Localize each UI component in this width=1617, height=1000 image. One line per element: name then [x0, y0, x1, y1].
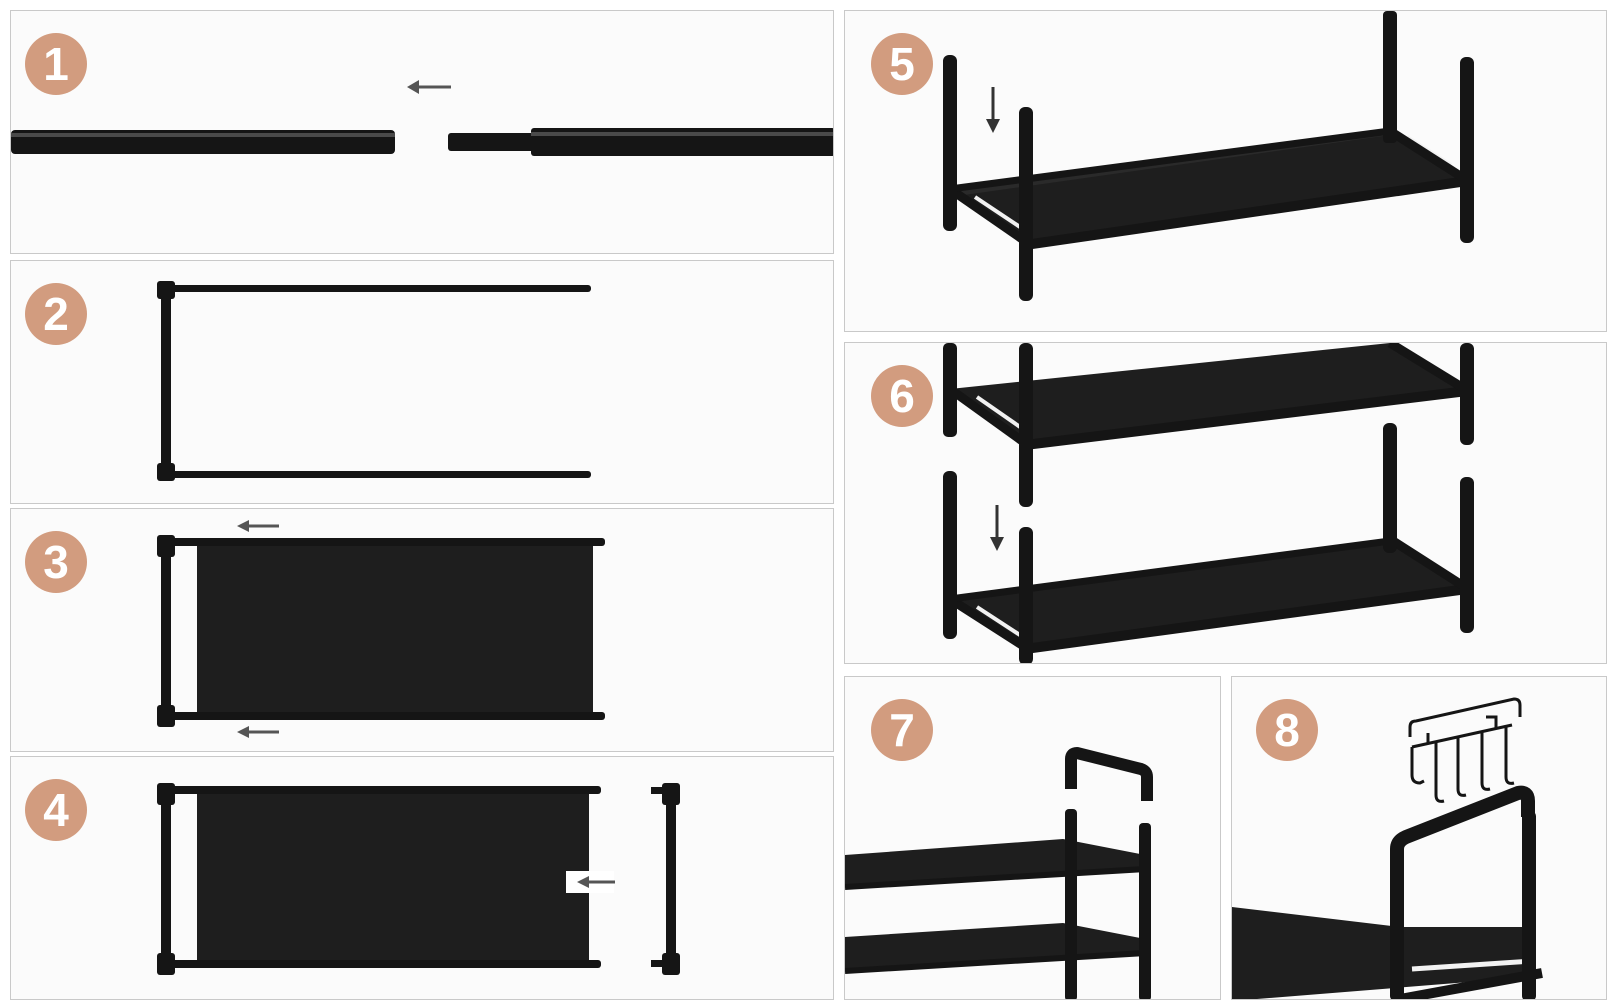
step-6-badge: 6 [871, 365, 933, 427]
side-tube [161, 283, 171, 479]
side-rail [947, 185, 1028, 245]
step-2-badge: 2 [25, 283, 87, 345]
front-rail [1024, 176, 1468, 250]
top-shelf [845, 839, 1146, 890]
step-5-panel: 5 [844, 10, 1607, 332]
top-bar [1065, 747, 1153, 801]
upright-pole [943, 55, 957, 231]
upright-pole [1390, 851, 1404, 999]
corner-connector [157, 953, 175, 975]
left-tube [11, 130, 395, 154]
step-8-panel: 8 [1231, 676, 1607, 1000]
step-6-illustration [943, 343, 1474, 663]
shelf [1232, 907, 1532, 999]
step-4-badge: 4 [25, 779, 87, 841]
step-7-panel: 7 [844, 676, 1221, 1000]
shelf-highlight [973, 195, 1025, 231]
fabric-shelf [197, 543, 593, 719]
upright-pole [1522, 811, 1536, 999]
arrow-left-icon [407, 80, 451, 94]
step-5-illustration [943, 11, 1474, 301]
step-7-badge: 7 [871, 699, 933, 761]
top-rail [171, 285, 591, 292]
upright-pole [1019, 107, 1033, 301]
bottom-rail [171, 471, 591, 478]
top-rail [171, 538, 605, 546]
side-rail [1387, 127, 1468, 183]
step-3-illustration [157, 520, 605, 738]
arrow-down-icon [990, 505, 1004, 551]
bottom-rail [171, 712, 605, 720]
hook-rack-icon [1408, 697, 1522, 803]
step-2-panel: 2 [10, 260, 834, 504]
shelf [950, 129, 1465, 243]
side-tube [161, 541, 171, 723]
corner-connector [157, 535, 175, 557]
lower-shelf-unit [943, 423, 1474, 663]
step-3-panel: 3 [10, 508, 834, 752]
upright-pole [1065, 809, 1077, 999]
corner-connector [157, 281, 175, 299]
step-3-badge: 3 [25, 531, 87, 593]
bottom-rail [171, 960, 601, 968]
step-6-panel: 6 [844, 342, 1607, 664]
upright-pole [1383, 11, 1397, 143]
step-5-badge: 5 [871, 33, 933, 95]
corner-connector [157, 783, 175, 805]
upper-shelf-unit [943, 343, 1474, 507]
arrow-down-icon [986, 87, 1000, 133]
corner-connector [157, 463, 175, 481]
fabric-shelf [197, 791, 589, 967]
step-4-panel: 4 [10, 756, 834, 1000]
bottom-shelf [845, 923, 1146, 974]
step-8-illustration [1232, 697, 1543, 999]
step-7-illustration [845, 747, 1153, 999]
step-8-badge: 8 [1256, 699, 1318, 761]
step-1-badge: 1 [25, 33, 87, 95]
end-tube [651, 783, 680, 975]
step-1-panel: 1 [10, 10, 834, 254]
corner-connector [157, 705, 175, 727]
step-1-illustration [11, 80, 833, 156]
arrow-left-icon [577, 876, 615, 888]
step-4-illustration [157, 783, 680, 975]
front-rail [1399, 968, 1543, 999]
side-tube [161, 789, 171, 971]
upright-pole [1460, 57, 1474, 243]
right-tube [448, 128, 833, 156]
top-bar [1390, 785, 1535, 859]
step-2-illustration [157, 281, 591, 481]
upright-pole [1139, 823, 1151, 999]
arrow-left-icon [237, 520, 279, 532]
top-rail [171, 786, 601, 794]
shelf-highlight [1411, 958, 1533, 972]
arrow-left-icon [237, 726, 279, 738]
